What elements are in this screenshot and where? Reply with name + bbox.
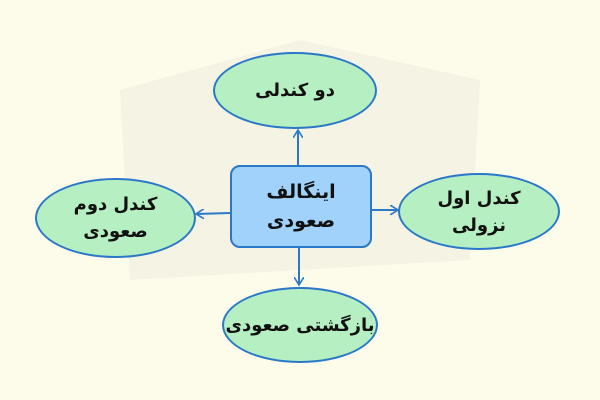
node-bullish-reversal: بازگشتی صعودی [222, 287, 378, 363]
node-two-candle: دو کندلی [213, 52, 377, 129]
arrow-to-left [196, 213, 231, 214]
watermark-logo [120, 40, 480, 280]
node-second-candle-bullish: کندل دوم صعودی [35, 178, 196, 258]
node-first-candle-bearish: کندل اول نزولی [398, 173, 560, 250]
node-bullish-engulfing: اینگالف صعودی [230, 165, 372, 248]
